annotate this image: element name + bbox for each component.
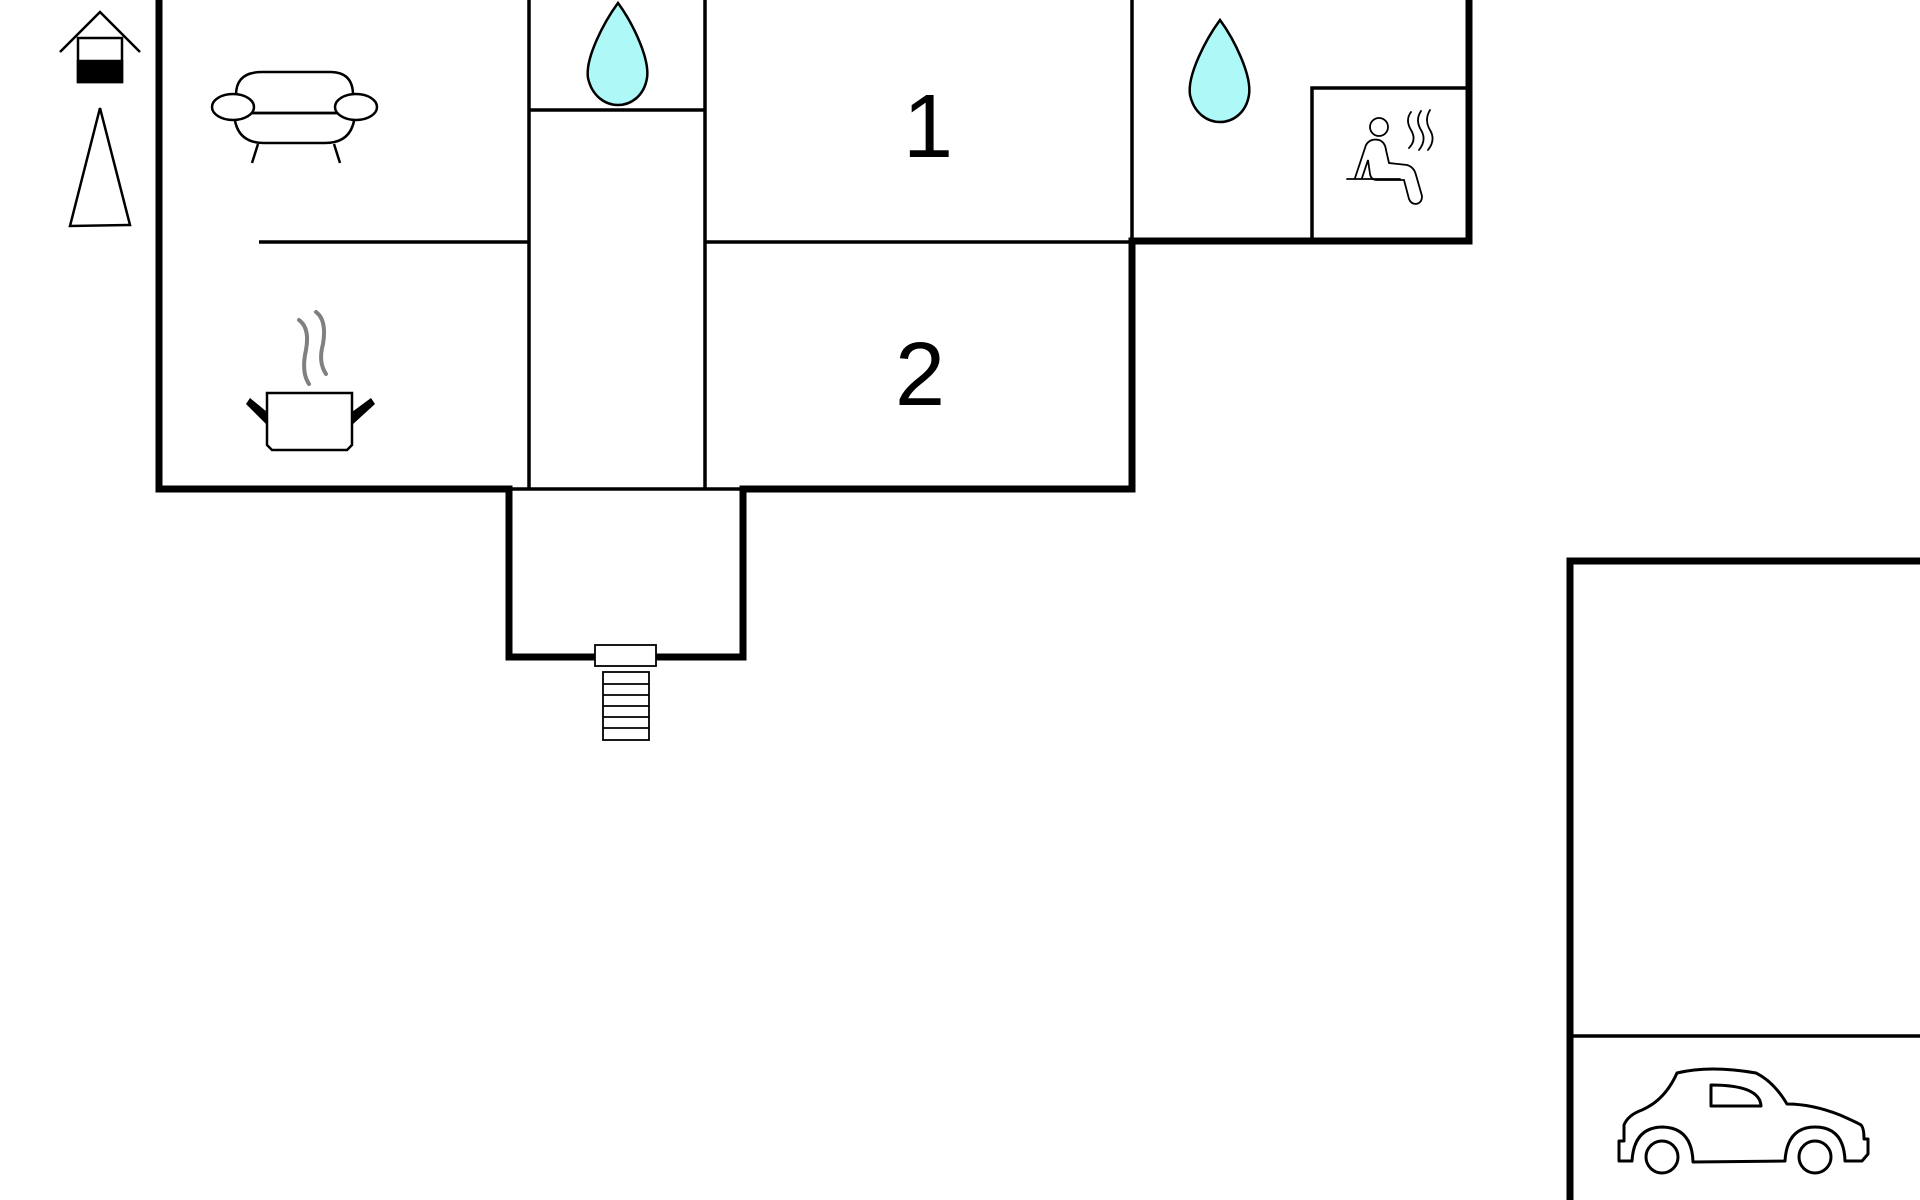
interior-walls <box>259 0 1920 1038</box>
stairs-icon <box>594 644 657 741</box>
house-outline <box>155 0 1473 661</box>
sofa-icon <box>210 70 379 164</box>
sauna-walls <box>1310 86 1469 241</box>
cooking-pot-icon <box>246 310 375 452</box>
garage-outline <box>1566 557 1920 1200</box>
sauna-icon <box>1346 109 1434 205</box>
north-arrow-icon <box>59 10 141 228</box>
car-icon <box>1617 1067 1870 1175</box>
room-label-1: 1 <box>903 77 953 177</box>
water-drop-icon <box>586 0 649 107</box>
outer-walls <box>155 0 1920 1200</box>
water-drop-icon <box>1188 17 1251 124</box>
room-label-2: 2 <box>895 325 945 425</box>
